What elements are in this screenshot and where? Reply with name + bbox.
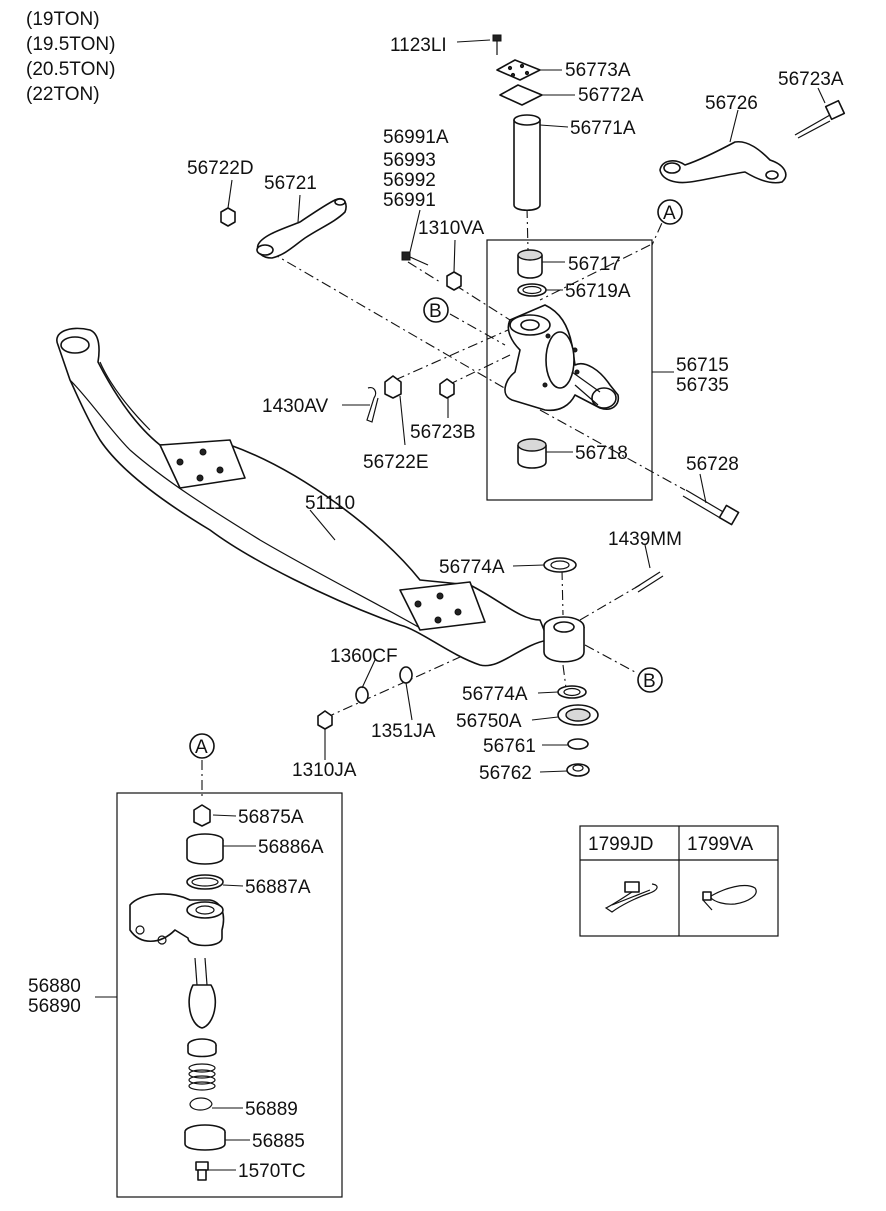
ref-a-top-circle xyxy=(657,199,683,225)
variant-19ton: (19TON) xyxy=(26,9,100,30)
callout-56887a: 56887A xyxy=(245,877,311,898)
callout-56993: 56993 xyxy=(383,150,436,171)
callout-56723b: 56723B xyxy=(410,422,476,443)
ref-b-right-circle xyxy=(637,667,663,693)
tie-rod-end-group-box xyxy=(116,792,343,1198)
ref-b-left-circle xyxy=(423,297,449,323)
assembly-lines xyxy=(201,204,686,800)
reference-markers: A B B A xyxy=(189,199,683,759)
callout-1310ja: 1310JA xyxy=(292,760,357,781)
callout-56715: 56715 xyxy=(676,355,729,376)
ref-a-top: A xyxy=(663,203,676,224)
callout-56750a: 56750A xyxy=(456,711,522,732)
callout-56991: 56991 xyxy=(383,190,436,211)
callout-56761: 56761 xyxy=(483,736,536,757)
ref-b-right: B xyxy=(643,671,656,692)
variant-20-5ton: (20.5TON) xyxy=(26,59,115,80)
callout-1310va: 1310VA xyxy=(418,218,485,239)
callout-56719a: 56719A xyxy=(565,281,631,302)
ref-a-bottom: A xyxy=(195,737,208,758)
callout-1351ja: 1351JA xyxy=(371,721,436,742)
variant-19-5ton: (19.5TON) xyxy=(26,34,115,55)
callout-56718: 56718 xyxy=(575,443,628,464)
callout-56992: 56992 xyxy=(383,170,436,191)
callout-56773a: 56773A xyxy=(565,60,631,81)
leader-lines xyxy=(95,39,826,1171)
callout-56885: 56885 xyxy=(252,1131,305,1152)
tie-header-1799va: 1799VA xyxy=(687,834,754,855)
ref-a-bottom-circle xyxy=(189,733,215,759)
callout-56774a-bottom: 56774A xyxy=(462,684,528,705)
callout-56723a: 56723A xyxy=(778,69,844,90)
callout-56771a: 56771A xyxy=(570,118,636,139)
callout-1570tc: 1570TC xyxy=(238,1161,306,1182)
callout-51110: 51110 xyxy=(305,493,355,514)
variant-22ton: (22TON) xyxy=(26,84,100,105)
callout-56772a: 56772A xyxy=(578,85,644,106)
callout-56880: 56880 xyxy=(28,976,81,997)
tie-rod-end-parts xyxy=(129,804,226,1181)
part-callouts: 1123LI 56773A 56772A 56771A 56723A 56726… xyxy=(28,35,844,1182)
callout-56728: 56728 xyxy=(686,454,739,475)
callout-56886a: 56886A xyxy=(258,837,324,858)
variant-list: (19TON) (19.5TON) (20.5TON) (22TON) xyxy=(26,9,115,105)
knuckle-group-box xyxy=(486,239,653,501)
kingpin-stack xyxy=(492,34,547,469)
callout-56722d: 56722D xyxy=(187,158,254,179)
callout-56722e: 56722E xyxy=(363,452,429,473)
callout-56735: 56735 xyxy=(676,375,729,396)
callout-56717: 56717 xyxy=(568,254,621,275)
axle-beam xyxy=(56,327,585,667)
steering-knuckle xyxy=(504,304,620,412)
callout-56889: 56889 xyxy=(245,1099,298,1120)
cable-tie-drawing xyxy=(702,884,757,911)
callout-56726: 56726 xyxy=(705,93,758,114)
callout-1123li: 1123LI xyxy=(390,35,447,56)
steering-arm-left xyxy=(256,197,347,259)
callout-1439mm: 1439MM xyxy=(608,529,682,550)
callout-56762: 56762 xyxy=(479,763,532,784)
callout-1430av: 1430AV xyxy=(262,396,329,417)
callout-56774a-top: 56774A xyxy=(439,557,505,578)
callout-1360cf: 1360CF xyxy=(330,646,398,667)
callout-56875a: 56875A xyxy=(238,807,304,828)
callout-56721: 56721 xyxy=(264,173,317,194)
callout-56991a: 56991A xyxy=(383,127,449,148)
callout-56890: 56890 xyxy=(28,996,81,1017)
cable-tie-mount-drawing xyxy=(604,881,658,913)
ref-b-left: B xyxy=(429,301,442,322)
steering-arm-right xyxy=(659,140,787,184)
tie-header-1799jd: 1799JD xyxy=(588,834,654,855)
cable-tie-table: 1799JD 1799VA xyxy=(579,825,779,937)
